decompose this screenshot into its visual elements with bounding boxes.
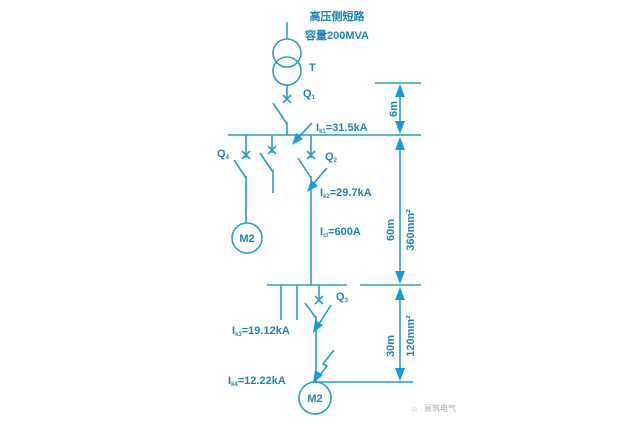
breaker-q3 [304, 285, 324, 383]
fault-arrow-k3 [313, 304, 332, 333]
dim-120mm2-label: 120mm² [405, 315, 417, 357]
watermark-icon: ⌂ [412, 404, 417, 413]
fault-arrow-k2 [307, 167, 328, 192]
motor-upper [231, 222, 263, 254]
dimension-30m [315, 287, 413, 383]
title-line2: 容量200MVA [304, 28, 369, 42]
ik4-label: Ik4=12.22kA [228, 375, 286, 388]
dim-6m-label: 6m [388, 101, 400, 117]
q2-label: Q2 [325, 151, 338, 164]
q1-label: Q1 [303, 88, 316, 101]
transformer-label: T [309, 62, 316, 74]
q4-label: Q4 [217, 148, 230, 161]
breaker-q4 [233, 135, 251, 223]
icl-label: Icl=600A [320, 226, 361, 239]
title-line1: 高压侧短路 [310, 9, 366, 23]
dimension-60m [360, 137, 421, 286]
dim-60m-label: 60m [385, 219, 397, 241]
transformer [272, 22, 302, 100]
motor-upper-label: M2 [239, 233, 254, 245]
dim-30m-label: 30m [385, 335, 397, 357]
breaker-spare [259, 135, 277, 193]
q3-label: Q3 [336, 291, 349, 304]
watermark-text: 易筑电气 [424, 403, 456, 413]
fault-arrow-k4 [313, 349, 335, 383]
ik3-label: Ik3=19.12kA [232, 325, 290, 338]
motor-lower-label: M2 [307, 393, 322, 405]
breaker-q2 [297, 135, 316, 285]
dim-360mm2-label: 360mm² [405, 209, 417, 251]
ik2-label: Ik2=29.7kA [320, 187, 372, 200]
ik1-label: Ik1=31.5kA [316, 122, 368, 135]
fault-arrow-k1 [292, 122, 313, 145]
breaker-q1 [272, 94, 292, 135]
dimension-6m [375, 82, 421, 134]
